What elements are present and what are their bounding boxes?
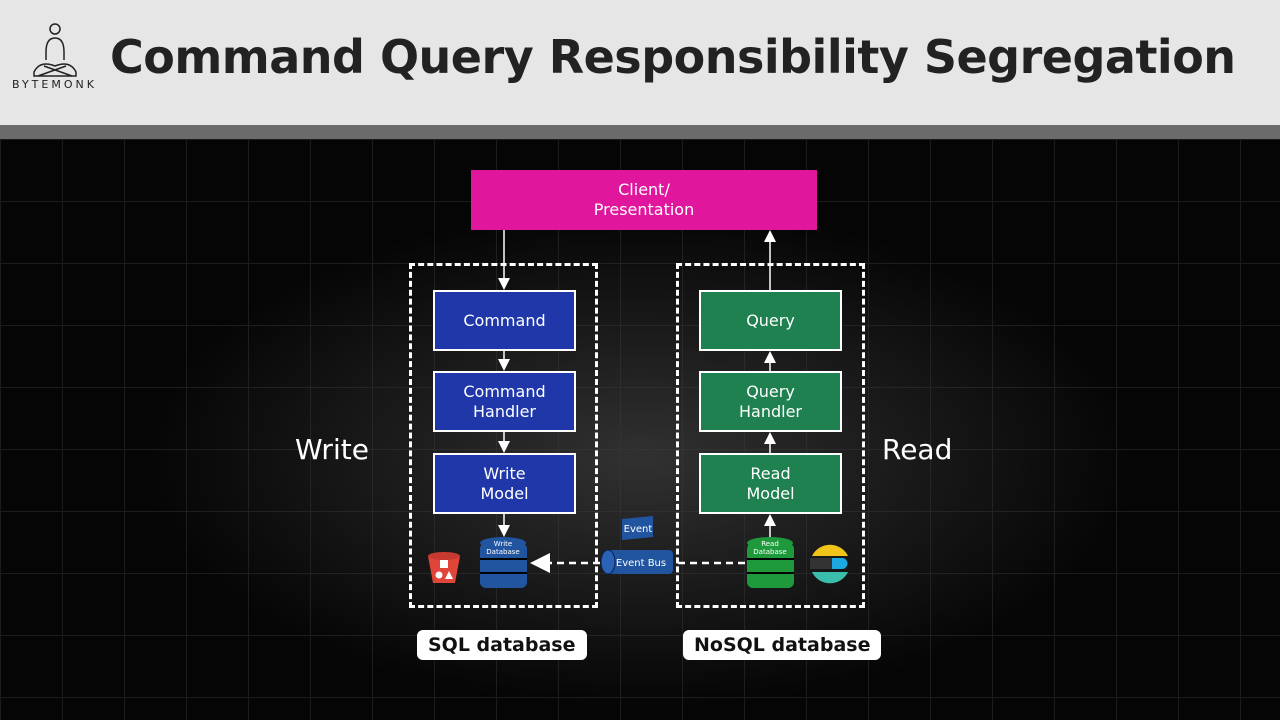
event-bus-icon <box>600 549 673 575</box>
header <box>0 0 1280 125</box>
event-tag <box>622 516 653 540</box>
text: Handler <box>472 401 536 421</box>
s3-bucket-icon <box>428 552 460 583</box>
logo-text: BYTEMONK <box>12 78 97 91</box>
divider-band <box>0 125 1280 139</box>
text: Write <box>483 463 526 483</box>
read-db-label1: Read <box>761 540 779 548</box>
query-text: Query <box>746 310 795 330</box>
write-db-label1: Write <box>494 540 512 548</box>
elasticsearch-icon <box>810 544 848 584</box>
event-bus-label: Event Bus <box>616 558 666 569</box>
read-database-icon <box>747 537 794 588</box>
page-title: Command Query Responsibility Segregation <box>110 30 1236 84</box>
text: Query <box>746 381 795 401</box>
client-line1: Client/ <box>618 180 670 199</box>
text: Handler <box>739 401 802 421</box>
bytemonk-logo <box>33 23 77 77</box>
client-presentation-box: Client/Presentation <box>471 170 817 230</box>
client-line2: Presentation <box>593 200 695 219</box>
text: Model <box>480 483 529 503</box>
write-label: Write <box>295 433 369 466</box>
sql-database-label: SQL database <box>417 630 587 660</box>
read-label: Read <box>882 433 953 466</box>
text: Command <box>463 381 546 401</box>
write-database-icon <box>480 537 527 588</box>
diagram-canvas <box>0 139 1280 720</box>
command-box: Command <box>433 290 576 351</box>
query-box: Query <box>699 290 842 351</box>
write-db-label2: Database <box>486 548 519 556</box>
command-text: Command <box>463 310 546 330</box>
nosql-database-label: NoSQL database <box>683 630 882 660</box>
text: Read <box>750 463 791 483</box>
text: Model <box>746 483 795 503</box>
event-label: Event <box>624 524 653 535</box>
read-db-label2: Database <box>753 548 786 556</box>
